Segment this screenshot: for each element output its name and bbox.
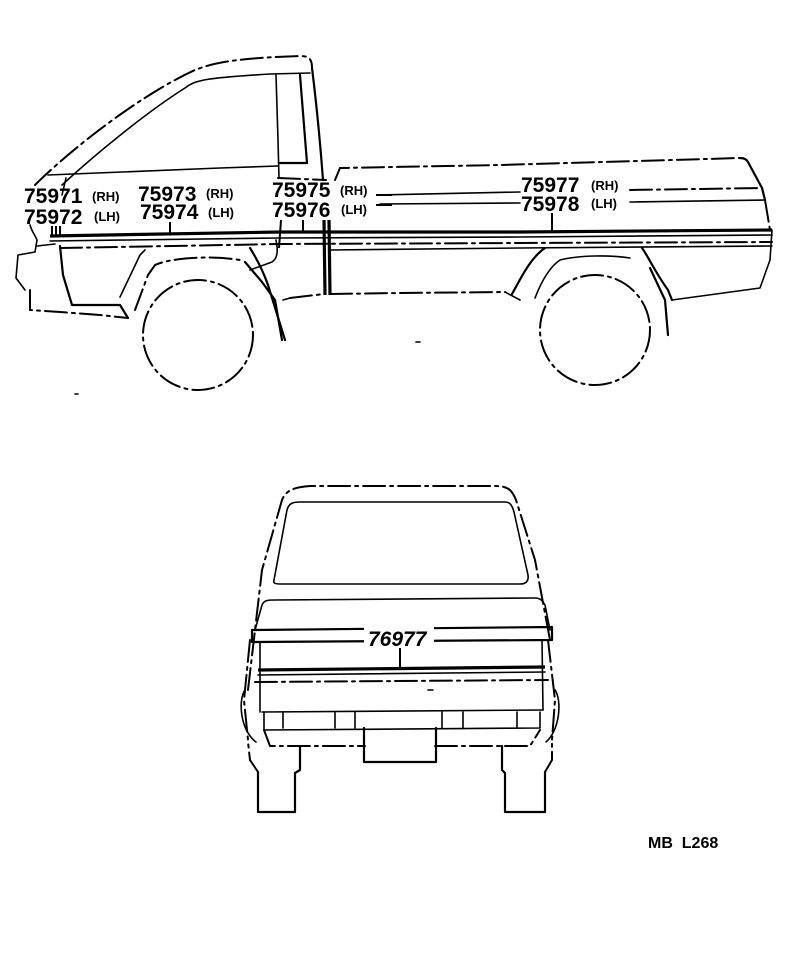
part-number-76977: 76977	[368, 628, 428, 651]
label-knockout	[364, 626, 434, 648]
reference-code: MB L268	[648, 835, 718, 852]
side-label-lh: (LH)	[208, 205, 234, 220]
side-label-lh: (LH)	[94, 209, 120, 224]
callout-75971-75972: 75971 (RH) 75972 (LH)	[24, 185, 120, 236]
part-number-75973: 75973	[138, 183, 196, 206]
part-number-75977: 75977	[521, 174, 579, 197]
part-number-75972: 75972	[24, 206, 82, 229]
part-number-75975: 75975	[272, 179, 331, 202]
side-label-rh: (RH)	[591, 178, 618, 193]
truck-side-view	[15, 54, 773, 395]
side-label-lh: (LH)	[591, 196, 617, 211]
truck-rear-view	[240, 485, 560, 814]
callout-75977-75978: 75977 (RH) 75978 (LH)	[521, 174, 618, 231]
side-label-rh: (RH)	[206, 186, 233, 201]
callout-76977: 76977	[364, 626, 434, 668]
side-label-rh: (RH)	[340, 183, 367, 198]
side-label-lh: (LH)	[341, 202, 367, 217]
part-number-75971: 75971	[24, 185, 83, 208]
callout-75975-75976: 75975 (RH) 75976 (LH)	[272, 179, 392, 249]
side-label-rh: (RH)	[92, 189, 119, 204]
part-number-75976: 75976	[272, 199, 330, 222]
part-number-75974: 75974	[140, 201, 199, 224]
part-number-75978: 75978	[521, 193, 580, 216]
callout-75973-75974: 75973 (RH) 75974 (LH)	[138, 183, 234, 234]
